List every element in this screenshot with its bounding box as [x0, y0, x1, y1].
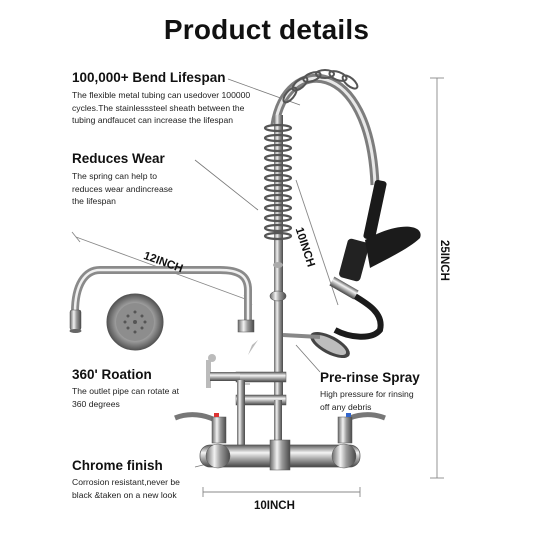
feature-pre-rinse-spray-title: Pre-rinse Spray: [320, 370, 420, 385]
feature-chrome-finish-title: Chrome finish: [72, 458, 163, 473]
feature-bend-lifespan-desc: The flexible metal tubing can usedover 1…: [72, 90, 251, 125]
feature-bend-lifespan-title: 100,000+ Bend Lifespan: [72, 70, 226, 85]
dimension-height-label: 25INCH: [438, 240, 450, 281]
dimension-lines: [71, 77, 444, 497]
feature-rotation-title: 360' Roation: [72, 367, 152, 382]
feature-reduces-wear-title: Reduces Wear: [72, 151, 165, 166]
feature-pre-rinse-spray-desc: High pressure for rinsing off any debris: [320, 389, 414, 412]
dimension-width-label: 10INCH: [254, 500, 295, 512]
spring-coil: [263, 123, 293, 241]
page-title: Product details: [163, 14, 370, 45]
feature-chrome-finish-desc: Corrosion resistant,never be black &take…: [72, 477, 180, 500]
feature-rotation-desc: The outlet pipe can rotate at 360 degree…: [72, 386, 180, 409]
feature-reduces-wear-desc: The spring can help to reduces wear andi…: [72, 171, 173, 206]
